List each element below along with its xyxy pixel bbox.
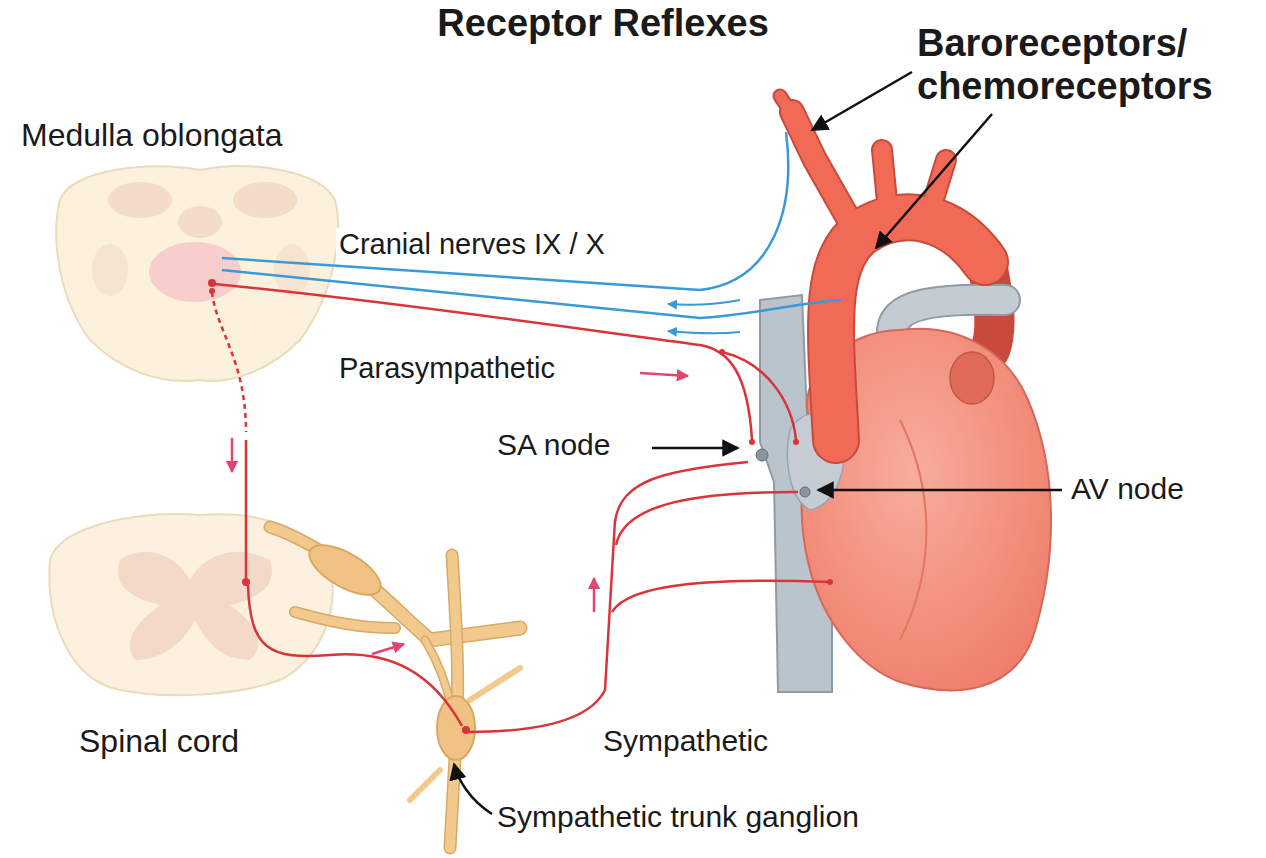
brachiocephalic-artery — [792, 112, 852, 225]
neuron-body — [462, 726, 470, 734]
medulla-lobe — [108, 182, 172, 218]
trunk-branch — [470, 668, 520, 700]
region-label: Medulla oblongata — [18, 118, 286, 154]
direction-arrow — [231, 438, 234, 472]
preganglionic-neuron — [245, 440, 248, 578]
carotid-artery — [780, 96, 792, 114]
direction-arrow — [640, 373, 688, 376]
av-node — [800, 487, 810, 497]
nerve-roots — [270, 527, 520, 848]
direction-arrow — [593, 578, 596, 612]
direction-arrow — [372, 644, 404, 654]
trunk-branch — [410, 770, 440, 800]
postganglionic-neuron — [616, 492, 798, 545]
ventral-root — [295, 612, 395, 628]
neuron-body — [209, 288, 215, 294]
neuron-body — [208, 279, 216, 287]
left-auricle — [950, 352, 994, 404]
preganglionic-neuron — [248, 585, 462, 726]
aorta — [780, 96, 985, 440]
postganglionic-neuron — [612, 581, 830, 612]
leader-arrow — [454, 764, 492, 814]
synapse — [749, 439, 755, 445]
region-label: Spinal cord — [76, 724, 242, 760]
part-label: SA node — [494, 428, 613, 462]
part-label: Sympathetic trunk ganglion — [494, 800, 862, 834]
leader-arrow — [652, 447, 738, 450]
dorsal-root-ganglion — [302, 535, 388, 604]
sa-node — [756, 449, 768, 461]
leader-arrows — [454, 72, 1062, 814]
cardiac-center — [149, 242, 241, 302]
afferent-nerve — [222, 132, 788, 290]
neuron-body — [242, 578, 250, 586]
carotid-artery — [882, 150, 888, 212]
parasympathetic-nerve — [722, 352, 796, 440]
medulla-lobe — [178, 206, 222, 238]
pulmonary-artery — [892, 300, 1005, 330]
parasympathetic-nerve — [214, 284, 752, 440]
aortic-arch-outline — [831, 217, 985, 440]
leader-arrow — [812, 72, 912, 130]
synapse — [719, 349, 725, 355]
synapse — [827, 579, 833, 585]
interventricular-groove — [900, 420, 926, 640]
synapse — [793, 439, 799, 445]
pulmonary-artery — [892, 300, 1005, 330]
carotid-outline — [882, 150, 888, 212]
nerve-label: Parasympathetic — [336, 352, 558, 384]
nerve-label: Sympathetic — [600, 724, 771, 758]
medulla-lobe — [274, 244, 310, 296]
direction-arrows — [232, 373, 688, 654]
medulla-section — [56, 166, 338, 381]
receptor-label: Baroreceptors/ chemoreceptors — [914, 22, 1260, 107]
medulla-outline — [56, 166, 338, 381]
heart — [756, 96, 1051, 692]
sympathetic-ganglion — [437, 696, 475, 760]
leader-arrow — [818, 489, 1062, 492]
postganglionic-neuron — [468, 520, 615, 732]
part-label: AV node — [1068, 472, 1187, 506]
brachiocephalic-outline — [792, 112, 852, 225]
afferent-nerves — [222, 132, 842, 333]
flow-arrow — [668, 331, 740, 333]
ventral-root — [295, 612, 395, 628]
flow-arrow — [668, 300, 740, 305]
nerve-label: Cranial nerves IX / X — [336, 228, 608, 260]
efferent-nerves — [212, 284, 830, 732]
neuron-bodies — [208, 279, 833, 734]
diagram-title: Receptor Reflexes — [400, 2, 806, 45]
medulla-lobe — [233, 182, 297, 218]
leader-arrow — [876, 114, 992, 248]
aortic-arch — [831, 217, 985, 440]
medulla-lobe — [92, 244, 128, 296]
descending-pathway — [212, 292, 246, 432]
postganglionic-neuron — [615, 462, 748, 522]
